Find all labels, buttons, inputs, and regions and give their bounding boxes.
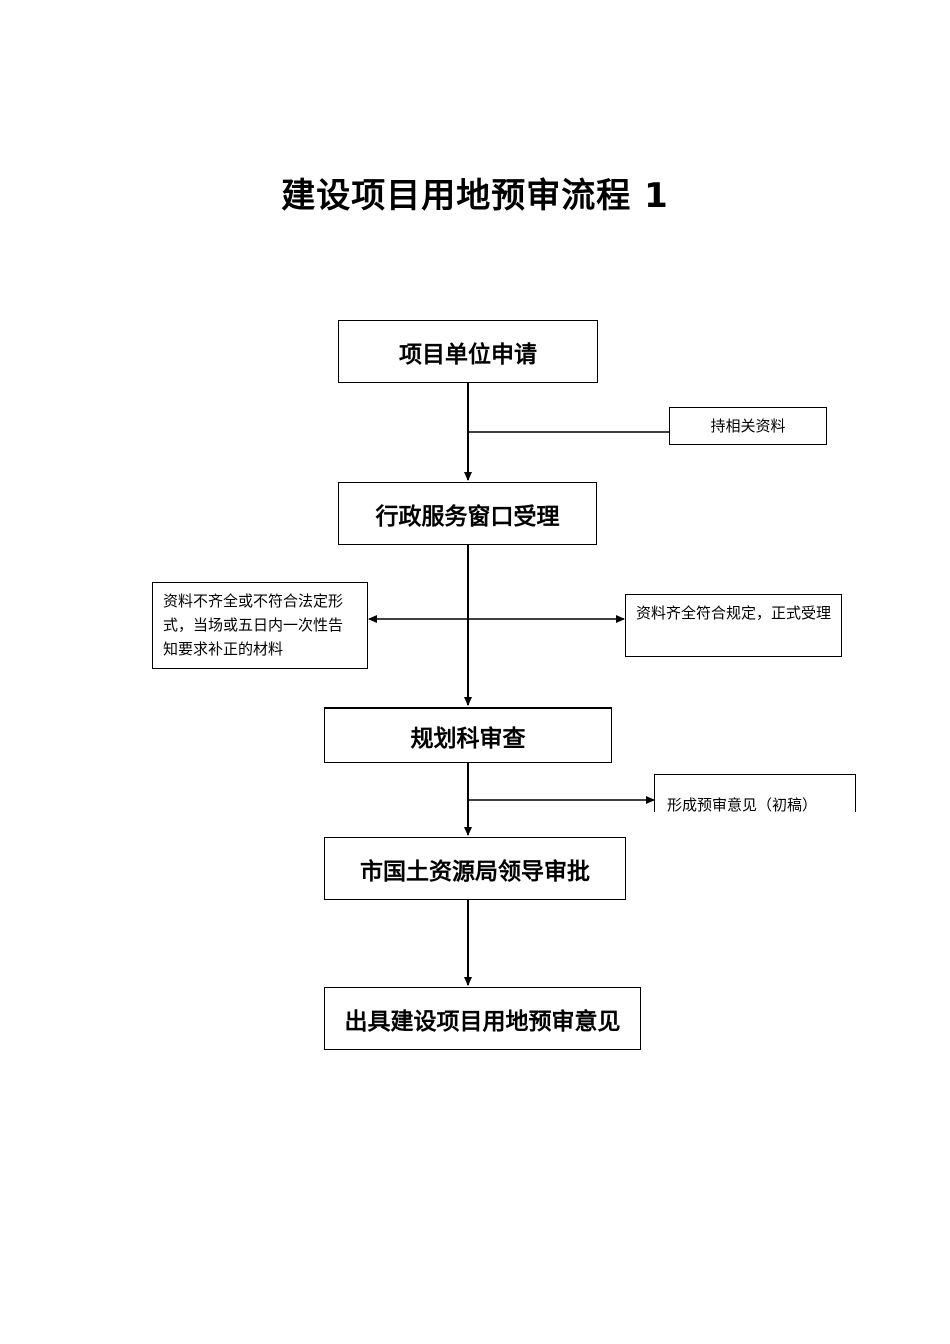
note-complete-text: 资料齐全符合规定，正式受理 bbox=[636, 604, 832, 622]
step-approval-label: 市国土资源局领导审批 bbox=[360, 858, 590, 885]
note-incomplete: 资料不齐全或不符合法定形式，当场或五日内一次性告知要求补正的材料 bbox=[152, 582, 368, 669]
step-review-label: 规划科审查 bbox=[410, 725, 526, 752]
note-materials: 持相关资料 bbox=[669, 407, 827, 445]
step-opinion: 出具建设项目用地预审意见 bbox=[324, 987, 641, 1050]
note-draft: 形成预审意见（初稿） bbox=[654, 774, 856, 812]
step-window-label: 行政服务窗口受理 bbox=[375, 503, 560, 530]
step-apply-label: 项目单位申请 bbox=[399, 341, 537, 368]
note-materials-text: 持相关资料 bbox=[710, 417, 786, 435]
step-review: 规划科审查 bbox=[324, 707, 612, 763]
step-opinion-label: 出具建设项目用地预审意见 bbox=[344, 1008, 621, 1035]
page-title: 建设项目用地预审流程 1 bbox=[281, 176, 669, 216]
step-approval: 市国土资源局领导审批 bbox=[324, 837, 626, 900]
step-apply: 项目单位申请 bbox=[338, 320, 598, 383]
note-draft-text: 形成预审意见（初稿） bbox=[667, 796, 818, 812]
note-complete: 资料齐全符合规定，正式受理 bbox=[625, 594, 842, 657]
step-window: 行政服务窗口受理 bbox=[338, 482, 597, 545]
note-incomplete-text: 资料不齐全或不符合法定形式，当场或五日内一次性告知要求补正的材料 bbox=[163, 592, 344, 658]
